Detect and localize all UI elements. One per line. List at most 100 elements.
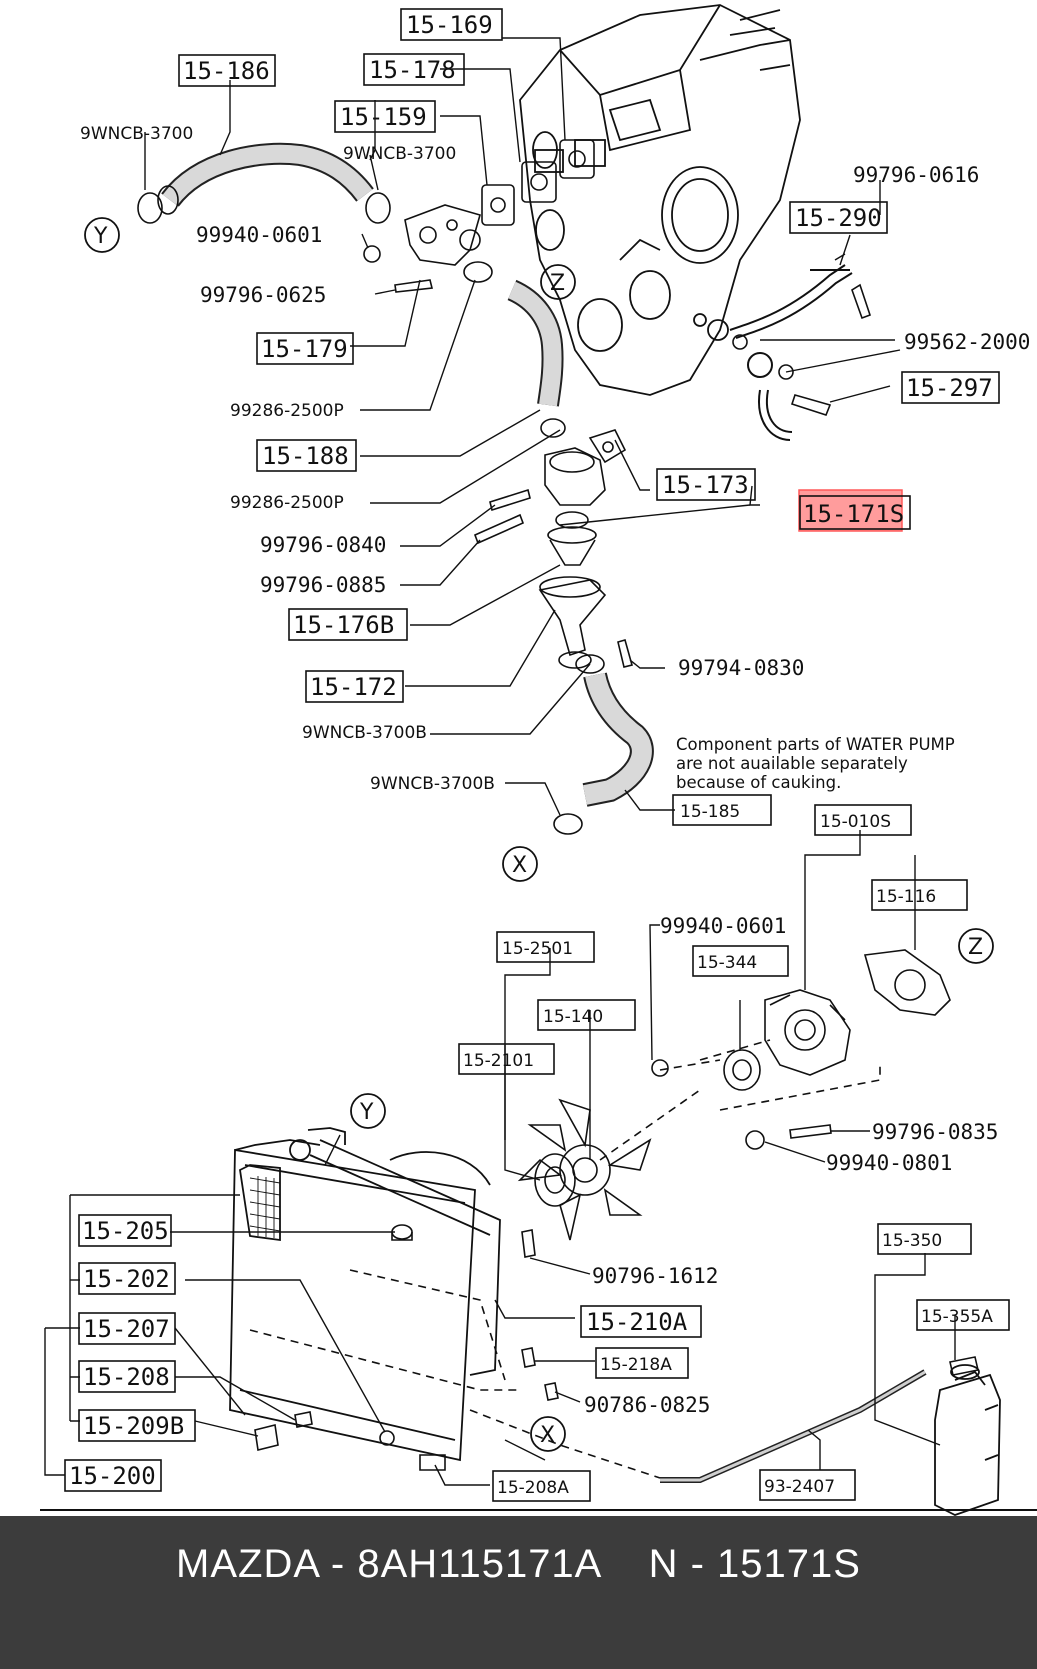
label-15-207: 15-207 xyxy=(83,1315,170,1343)
ref-y-rad: Y xyxy=(359,1100,374,1125)
gasket-15-159 xyxy=(481,184,515,226)
hose-clamp-right xyxy=(365,192,391,224)
note-line-3: because of cauking. xyxy=(676,773,841,792)
radiator-core-grid xyxy=(249,1176,281,1238)
label-15-205: 15-205 xyxy=(82,1217,169,1245)
label-15-2501: 15-2501 xyxy=(502,939,573,959)
ref-x-rad: X xyxy=(540,1423,555,1448)
ref-y-top: Y xyxy=(93,224,108,249)
label-15-140: 15-140 xyxy=(543,1007,603,1027)
parts-diagram: 15-169 15-186 15-178 9WNCB-3700 15-159 9… xyxy=(40,4,1037,1516)
label-15-202: 15-202 xyxy=(83,1265,170,1293)
footer-oem-number: 8AH115171A xyxy=(357,1542,601,1586)
label-15-297: 15-297 xyxy=(906,374,993,402)
label-15-185: 15-185 xyxy=(680,802,740,822)
thermostat-15-171s xyxy=(547,511,597,566)
fan-shroud-15-210a xyxy=(309,1139,501,1376)
ref-z-pump: Z xyxy=(968,935,983,960)
label-15-176b: 15-176B xyxy=(293,611,394,639)
ref-x-hose: X xyxy=(512,853,527,878)
nut-99940-0601 xyxy=(651,1059,669,1077)
label-15-188: 15-188 xyxy=(262,442,349,470)
label-9wncb-3700b-b: 9WNCB-3700B xyxy=(370,774,495,794)
bolt-99796-0835 xyxy=(789,1124,832,1139)
overflow-hose-93-2407 xyxy=(660,1369,927,1483)
gasket-15-178 xyxy=(521,161,557,203)
label-15-209b: 15-209B xyxy=(83,1412,184,1440)
label-93-2407: 93-2407 xyxy=(764,1477,835,1497)
label-15-173: 15-173 xyxy=(662,471,749,499)
bracket-15-208a xyxy=(419,1454,446,1471)
footer-part-number: 15171S xyxy=(717,1542,861,1586)
label-15-350: 15-350 xyxy=(882,1231,942,1251)
footer-n-label: N xyxy=(648,1542,679,1586)
label-15-208: 15-208 xyxy=(83,1363,170,1391)
label-15-186: 15-186 xyxy=(183,57,270,85)
label-15-172: 15-172 xyxy=(310,673,397,701)
label-15-159: 15-159 xyxy=(340,103,427,131)
engine-block-illustration xyxy=(519,4,801,396)
footer-brand: MAZDA xyxy=(176,1542,319,1586)
label-15-218a: 15-218A xyxy=(600,1355,672,1375)
label-99794-0830: 99794-0830 xyxy=(678,656,804,680)
drain-plug-15-209b xyxy=(254,1424,279,1451)
footer-gap xyxy=(600,1542,648,1586)
reserve-tank-15-350 xyxy=(934,1364,1001,1516)
tank-dashed-link xyxy=(469,1409,661,1479)
gasket-15-169 xyxy=(559,139,595,179)
neck-15-172 xyxy=(538,576,607,657)
label-99940-0601-b: 99940-0601 xyxy=(660,914,786,938)
label-15-355a: 15-355A xyxy=(921,1307,993,1327)
clamp-99286-b xyxy=(540,418,566,438)
gasket-15-173 xyxy=(588,429,627,464)
highlight-15-171s xyxy=(798,489,903,532)
ref-z-engine: Z xyxy=(550,271,565,296)
fan-clutch-15-2101 xyxy=(534,1153,576,1207)
label-15-2101: 15-2101 xyxy=(463,1051,534,1071)
washer-99562-2000 xyxy=(732,334,794,380)
bolt-90796-1612 xyxy=(521,1229,536,1258)
bolt-99794-0830 xyxy=(617,639,633,668)
fan-15-140 xyxy=(517,1098,652,1241)
label-99286-2500p-b: 99286-2500P xyxy=(230,493,344,513)
bolt-15-218a xyxy=(521,1347,536,1368)
bolt-90786-0825 xyxy=(544,1382,559,1401)
clamp-9wncb-3700b xyxy=(553,654,605,835)
footer-sep-2: - xyxy=(678,1542,718,1586)
bolts-thermostat xyxy=(473,488,531,545)
label-15-178: 15-178 xyxy=(369,56,456,84)
label-90786-0825: 90786-0825 xyxy=(584,1393,710,1417)
pump-dashed-link xyxy=(599,1039,881,1161)
gasket-15-176b xyxy=(558,651,592,669)
label-99286-2500p-a: 99286-2500P xyxy=(230,401,344,421)
upper-hose-15-186 xyxy=(157,142,374,215)
ref-circles xyxy=(84,217,994,1452)
label-99796-0835: 99796-0835 xyxy=(872,1120,998,1144)
label-15-344: 15-344 xyxy=(697,953,757,973)
label-15-179: 15-179 xyxy=(261,335,348,363)
footer-sep-1: - xyxy=(318,1542,358,1586)
nut-99940-0801 xyxy=(745,1130,765,1150)
clamp-99286-a xyxy=(463,261,493,283)
label-boxes xyxy=(64,8,1010,1502)
label-99796-0625: 99796-0625 xyxy=(200,283,326,307)
bolt-99796-0625 xyxy=(394,279,433,293)
label-9wncb-3700-a: 9WNCB-3700 xyxy=(80,124,193,144)
pipe-15-290 xyxy=(729,264,853,441)
bolt-99796-0616 xyxy=(851,283,872,320)
water-pump-15-010s xyxy=(764,989,851,1076)
label-99940-0601-a: 99940-0601 xyxy=(196,223,322,247)
label-90796-1612: 90796-1612 xyxy=(592,1264,718,1288)
label-15-290: 15-290 xyxy=(795,204,882,232)
bolt-99940-0601 xyxy=(363,245,381,263)
hose-clamp-left xyxy=(137,192,163,224)
note-line-1: Component parts of WATER PUMP xyxy=(676,735,955,754)
bolt-15-208 xyxy=(294,1411,313,1428)
footer-caption: MAZDA - 8AH115171A N - 15171S xyxy=(0,1542,1037,1587)
label-99562-2000: 99562-2000 xyxy=(904,330,1030,354)
radiator-dashed-outline xyxy=(249,1269,520,1391)
label-99940-0801: 99940-0801 xyxy=(826,1151,952,1175)
label-15-171s: 15-171S xyxy=(803,500,904,528)
label-9wncb-3700b-a: 9WNCB-3700B xyxy=(302,723,427,743)
bolt-15-297 xyxy=(790,394,832,416)
